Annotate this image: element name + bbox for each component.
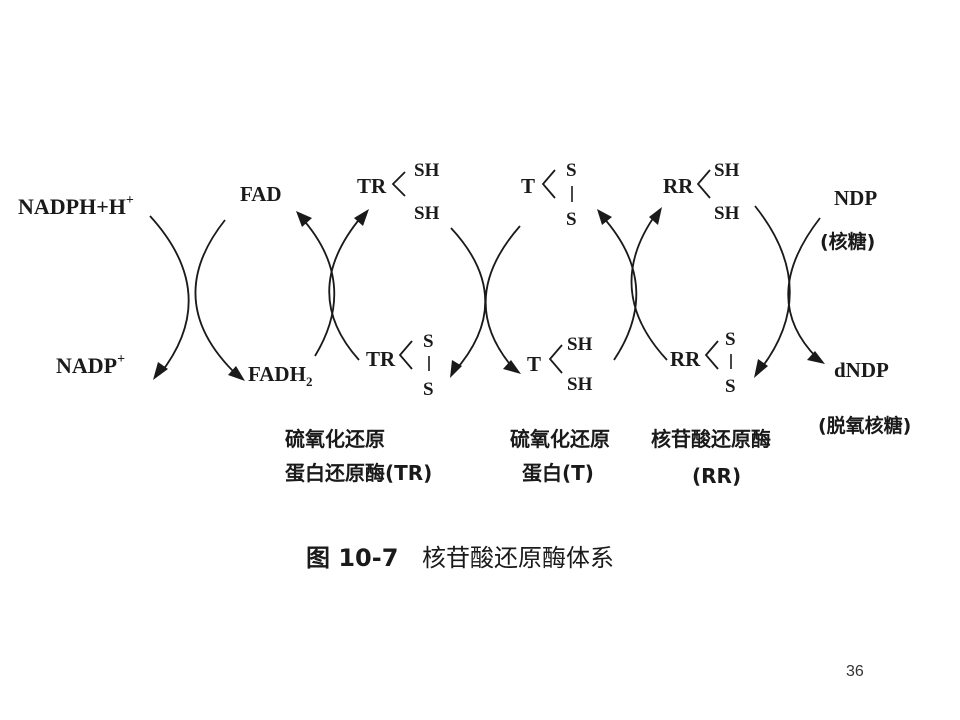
s-label: S: [725, 329, 736, 350]
s-label: S: [423, 379, 434, 400]
brace: [704, 340, 719, 370]
sh-label: SH: [567, 374, 593, 395]
figure-number: 图 10-7: [306, 544, 398, 572]
sh-label: SH: [714, 203, 740, 224]
brace: [548, 344, 563, 374]
arrowhead: [597, 209, 612, 225]
arrowhead: [754, 359, 768, 378]
nadp-label: NADP+: [56, 352, 125, 378]
tr-enzyme-line1: 硫氧化还原: [285, 427, 385, 451]
arc-fad-to-fadh2: [194, 219, 239, 377]
s-label: S: [566, 160, 577, 181]
t-label-bottom: T: [527, 352, 541, 376]
arrowhead: [649, 207, 662, 225]
t-label-top: T: [521, 174, 535, 198]
brace: [541, 169, 556, 199]
s-label: S: [566, 209, 577, 230]
fad-label: FAD: [240, 182, 282, 206]
rr-enzyme-line1: 核苷酸还原酶: [651, 427, 771, 451]
arc-ndp-to-dndp: [787, 217, 821, 359]
tr-label-top: TR: [357, 174, 387, 198]
t-oxidized-top: T S S: [521, 160, 577, 230]
brace: [398, 340, 413, 370]
arc-tr-ox-to-red: [328, 215, 363, 361]
t-reduced-bottom: T SH SH: [527, 334, 593, 395]
rr-label-bottom: RR: [670, 347, 701, 371]
tr-oxidized-bottom: TR S S: [366, 331, 434, 400]
arrowhead: [807, 351, 825, 364]
sh-label: SH: [567, 334, 593, 355]
brace: [391, 171, 406, 197]
page-number: 36: [846, 663, 864, 680]
t-enzyme-line2: 蛋白(T): [522, 461, 594, 485]
arrowhead: [296, 211, 312, 227]
arrowhead: [354, 209, 369, 226]
sh-label: SH: [414, 203, 440, 224]
fadh2-label: FADH2: [248, 362, 312, 389]
dndp-note: (脱氧核糖): [818, 414, 911, 437]
s-label: S: [423, 331, 434, 352]
s-label: S: [725, 376, 736, 397]
rr-oxidized-bottom: RR S S: [670, 329, 736, 397]
arrowhead: [503, 360, 521, 374]
arrowhead: [228, 366, 245, 381]
tr-enzyme-line2: 蛋白还原酶(TR): [285, 461, 432, 485]
nadph-label: NADPH+H+: [18, 193, 134, 219]
rr-reduced-top: RR SH SH: [663, 160, 740, 224]
ndp-note: (核糖): [820, 230, 875, 253]
sh-label: SH: [414, 160, 440, 181]
arrowhead: [153, 362, 168, 380]
arrowhead: [450, 360, 462, 378]
arc-nadph-to-nadp: [149, 215, 190, 375]
arc-rr-ox-to-red: [630, 213, 668, 361]
arc-t-ox-to-red: [484, 225, 521, 369]
arc-tr-red-to-ox: [450, 227, 487, 373]
ndp-label: NDP: [834, 186, 877, 210]
rr-label-top: RR: [663, 174, 694, 198]
arc-fadh2-to-fad: [299, 215, 336, 357]
brace: [696, 169, 711, 199]
arc-t-red-to-ox: [601, 215, 638, 361]
sh-label: SH: [714, 160, 740, 181]
figure-title: 核苷酸还原酶体系: [422, 544, 614, 572]
tr-reduced-top: TR SH SH: [357, 160, 440, 224]
dndp-label: dNDP: [834, 358, 889, 382]
tr-label-bottom: TR: [366, 347, 396, 371]
arc-rr-red-to-ox: [754, 205, 791, 371]
rr-enzyme-line2: (RR): [692, 464, 741, 488]
t-enzyme-line1: 硫氧化还原: [510, 427, 610, 451]
